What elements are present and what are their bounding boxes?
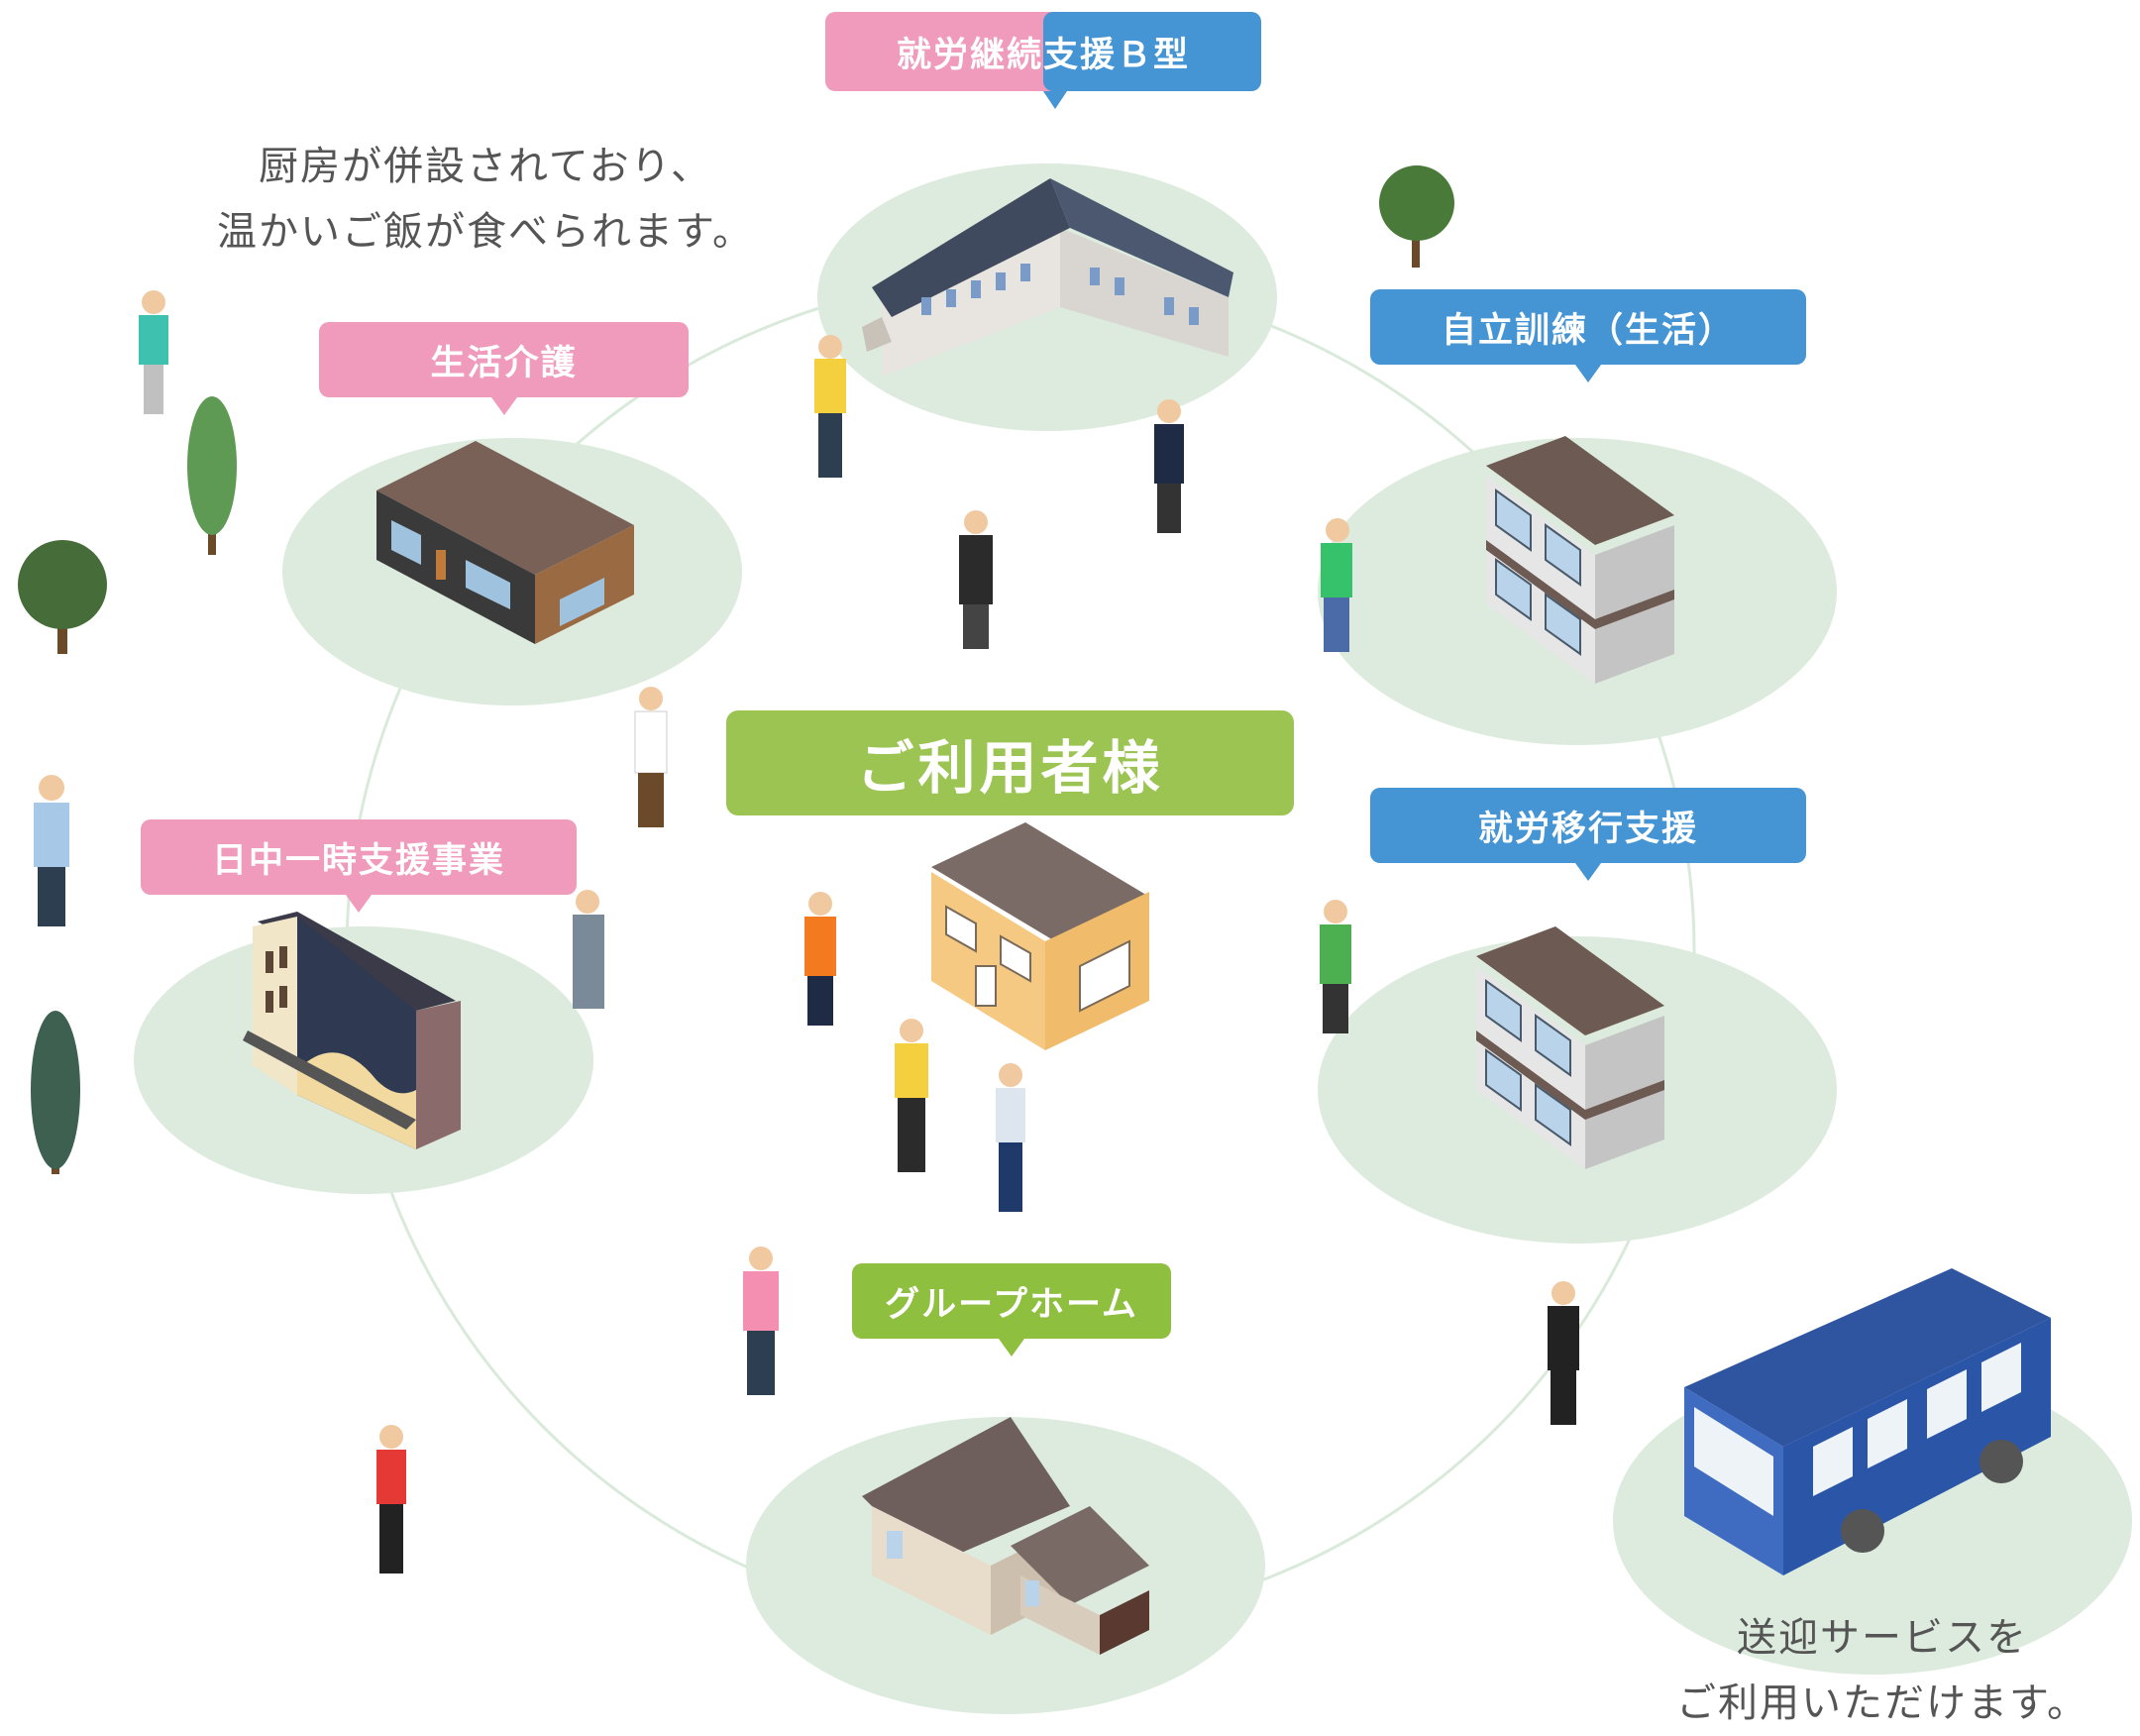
tree-2 xyxy=(187,396,237,555)
label-group-home: グループホーム xyxy=(852,1263,1171,1356)
seikatsu-kaigo-building xyxy=(376,441,634,644)
tree-4 xyxy=(31,1011,80,1174)
center-label-users: ご利用者様 xyxy=(726,710,1294,815)
tree-3 xyxy=(18,540,107,654)
person xyxy=(1548,1281,1579,1425)
label-jiritsu-kunren: 自立訓練（生活） xyxy=(1370,289,1806,382)
person xyxy=(814,335,846,478)
person xyxy=(743,1247,779,1395)
shuro-ikou-building xyxy=(1476,926,1664,1169)
b-type-building xyxy=(862,178,1233,377)
label-seikatsu-kaigo: 生活介護 xyxy=(319,322,689,415)
person xyxy=(996,1063,1025,1212)
person xyxy=(959,510,993,649)
person xyxy=(804,892,836,1026)
kitchen-note: 厨房が併設されており、 温かいご飯が食べられます。 xyxy=(203,134,768,265)
person xyxy=(376,1425,406,1573)
person xyxy=(634,687,668,827)
kitchen-note-line1: 厨房が併設されており、 xyxy=(259,144,712,189)
label-b-type-text: 就労継続支援Ｂ型 xyxy=(896,35,1190,75)
group-home-building xyxy=(862,1417,1149,1655)
people xyxy=(34,290,1579,1573)
user-home xyxy=(931,822,1149,1050)
person xyxy=(895,1019,928,1172)
person xyxy=(1154,399,1184,533)
shuttle-bus xyxy=(1684,1268,2051,1575)
nicchu-building xyxy=(243,912,461,1149)
label-b-type: 就労継続支援Ｂ型 xyxy=(825,12,1261,109)
person xyxy=(1320,900,1351,1033)
bus-note-line2: ご利用いただけます。 xyxy=(1676,1681,2088,1726)
jiritsu-building xyxy=(1486,436,1674,684)
bus-note-line1: 送迎サービスを xyxy=(1737,1615,2028,1661)
person xyxy=(139,290,168,414)
person xyxy=(573,890,604,1009)
label-nicchu: 日中一時支援事業 xyxy=(141,819,577,913)
kitchen-note-line2: 温かいご飯が食べられます。 xyxy=(217,209,754,255)
person xyxy=(34,775,69,926)
bus-note: 送迎サービスを ご利用いただけます。 xyxy=(1664,1605,2100,1736)
person xyxy=(1321,518,1352,652)
label-shuro-ikou: 就労移行支援 xyxy=(1370,788,1806,881)
tree-1 xyxy=(1379,165,1454,268)
